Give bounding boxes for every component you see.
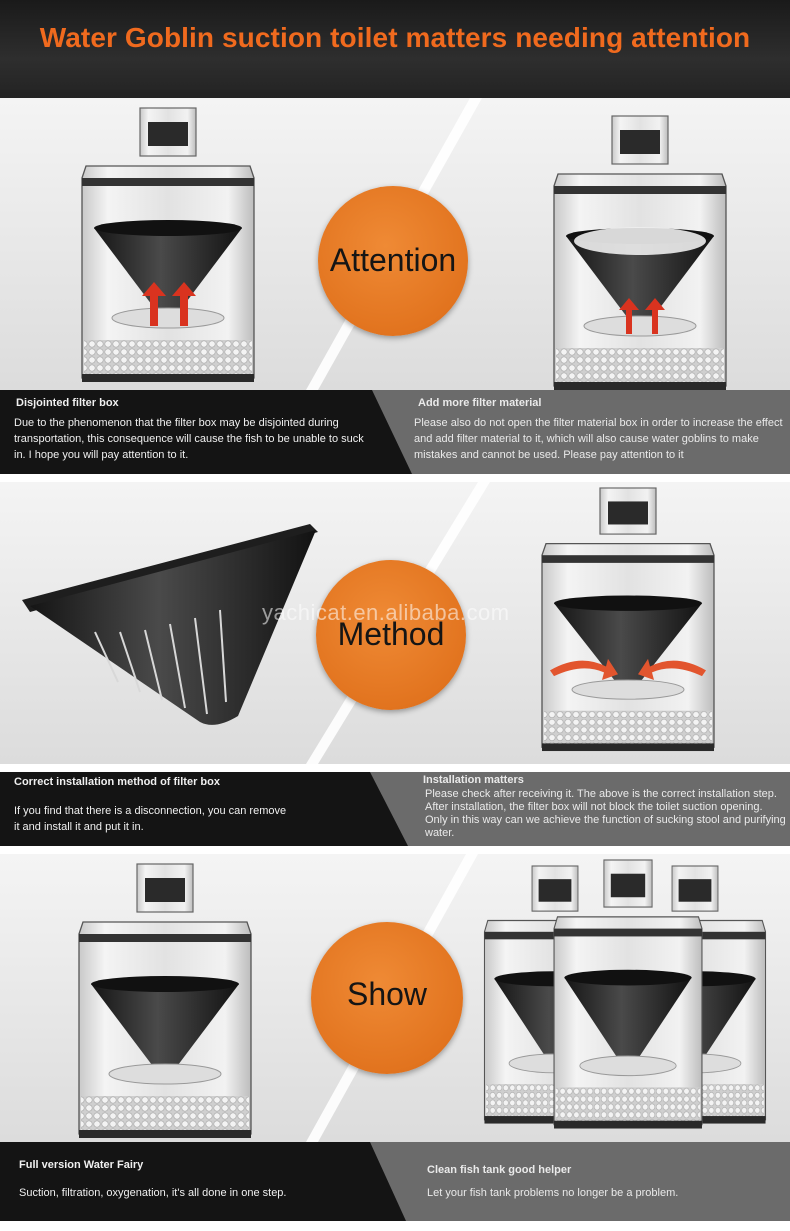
show-caption-band: Full version Water Fairy Suction, filtra… <box>0 1142 790 1221</box>
clean-tank-text: Let your fish tank problems no longer be… <box>427 1187 679 1199</box>
method-caption-band: Correct installation method of filter bo… <box>0 772 790 846</box>
watermark: yachicat.en.alibaba.com <box>262 600 510 625</box>
caption-band-bg <box>0 390 790 474</box>
show-badge-label: Show <box>346 976 428 1012</box>
attention-badge-label: Attention <box>329 242 457 278</box>
clean-tank-title: Clean fish tank good helper <box>427 1164 572 1176</box>
full-version-text: Suction, filtration, oxygenation, it's a… <box>19 1187 287 1199</box>
filter-box-overfilled-image <box>553 115 727 390</box>
add-filter-material-text: Please also do not open the filter mater… <box>414 417 783 461</box>
installation-matters-title: Installation matters <box>423 774 524 786</box>
installation-matters-text: Please check after receiving it. The abo… <box>425 788 786 839</box>
method-image-panel: Method yachicat.en.alibaba.com <box>0 482 790 764</box>
installation-method-text: If you find that there is a disconnectio… <box>14 805 287 833</box>
show-image-panel: Show <box>0 854 790 1142</box>
attention-image-panel: Attention <box>0 98 790 390</box>
caption-band-bg <box>0 772 790 846</box>
full-version-title: Full version Water Fairy <box>19 1159 144 1171</box>
filter-box-disjointed-image <box>81 107 255 383</box>
show-badge: Show <box>311 922 463 1074</box>
disjointed-filter-title: Disjointed filter box <box>16 397 119 409</box>
filter-installed-image <box>541 487 715 752</box>
add-filter-material-title: Add more filter material <box>418 397 542 409</box>
method-badge-label: Method <box>337 616 445 652</box>
method-badge: Method <box>316 560 466 710</box>
caption-band-bg <box>0 1142 790 1221</box>
installation-method-title: Correct installation method of filter bo… <box>14 776 220 788</box>
attention-caption-band: Disjointed filter box Due to the phenome… <box>0 390 790 474</box>
filter-cone-image <box>22 524 318 725</box>
method-product-images <box>0 482 790 764</box>
page-title: Water Goblin suction toilet matters need… <box>39 22 751 53</box>
disjointed-filter-text: Due to the phenomenon that the filter bo… <box>14 417 364 461</box>
page-header: Water Goblin suction toilet matters need… <box>0 0 790 98</box>
attention-badge: Attention <box>318 186 468 336</box>
